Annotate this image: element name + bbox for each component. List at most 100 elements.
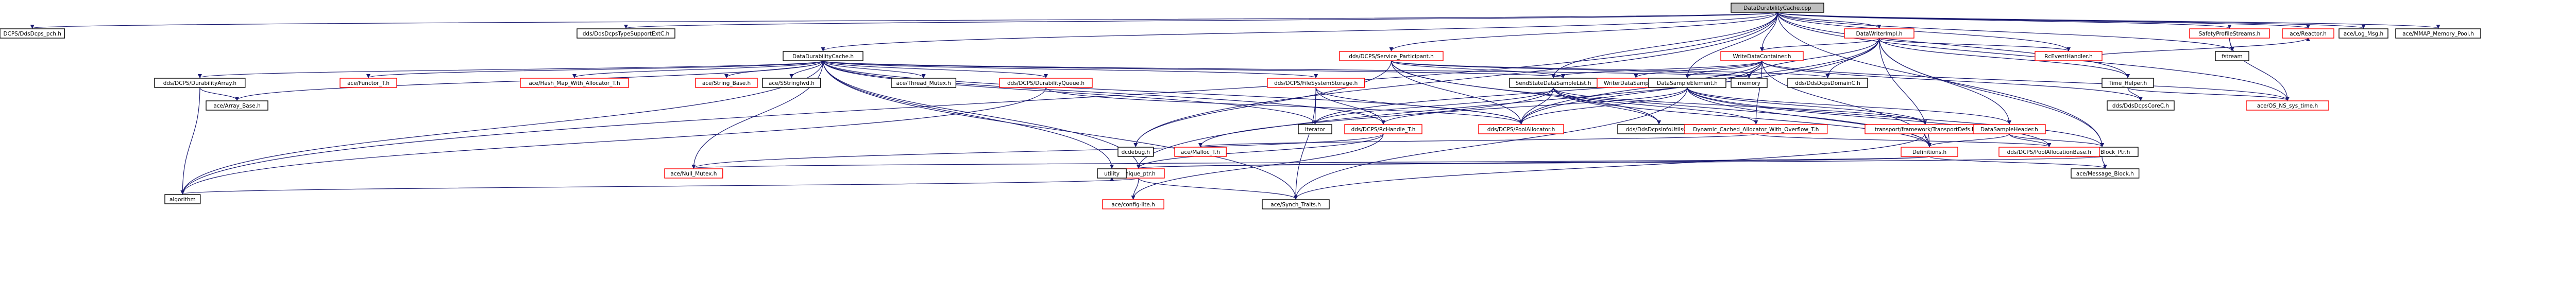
node-iterator[interactable]: iterator <box>1298 124 1332 134</box>
node-ddsdebug[interactable]: dcdebug.h <box>1117 147 1154 157</box>
node-label: ace/SStringfwd.h <box>769 80 815 86</box>
node-label: unique_ptr.h <box>1122 171 1155 177</box>
node-algorithm[interactable]: algorithm <box>164 194 201 204</box>
edge-ddcache_h-to-threadmutex <box>822 60 926 78</box>
node-datawriterimpl[interactable]: DataWriterImpl.h <box>1844 28 1914 39</box>
node-box <box>577 28 675 39</box>
node-timehelper[interactable]: Time_Helper.h <box>2102 78 2154 88</box>
node-label: ace/Log_Msg.h <box>2344 31 2383 37</box>
node-writedatacont[interactable]: WriteDataContainer.h <box>1720 51 1804 61</box>
node-box <box>164 194 201 204</box>
node-threadmutex[interactable]: ace/Thread_Mutex.h <box>891 78 957 88</box>
node-filesysstorage[interactable]: dds/DCPS/FileSystemStorage.h <box>1267 78 1365 88</box>
edge-root-to-typesupport <box>624 12 1778 29</box>
node-box <box>1731 3 1824 13</box>
node-label: memory <box>1738 80 1760 86</box>
node-sendstate[interactable]: SendStateDataSampleList.h <box>1509 78 1598 88</box>
node-label: dds/DCPS/PoolAllocator.h <box>1487 127 1555 133</box>
node-durqueue[interactable]: dds/DCPS/DurabilityQueue.h <box>999 78 1093 88</box>
node-box <box>1998 147 2100 157</box>
node-infoutils[interactable]: dds/DdsDcpsInfoUtilsC.h <box>1617 124 1701 134</box>
node-transportdefs[interactable]: transport/framework/TransportDefs.h <box>1865 124 1986 134</box>
node-rceh[interactable]: RcEventHandler.h <box>2035 51 2103 61</box>
edge-durqueue-to-poolalloc <box>1045 87 1523 125</box>
edge-sendstate-to-definitions <box>1553 87 1931 147</box>
node-svc-part[interactable]: dds/DCPS/Service_Participant.h <box>1339 51 1444 61</box>
node-dsheader[interactable]: DataSampleHeader.h <box>1973 124 2046 134</box>
node-dynalloc[interactable]: Dynamic_Cached_Allocator_With_Overflow_T… <box>1684 124 1828 134</box>
node-memory[interactable]: memory <box>1731 78 1768 88</box>
node-fstream[interactable]: fstream <box>2215 51 2249 61</box>
node-label: dds/DCPS/Service_Participant.h <box>1349 54 1434 60</box>
node-label: iterator <box>1305 127 1326 133</box>
edge-svc_part-to-ddsdebug <box>1133 60 1392 147</box>
edge-writedatacont-to-iterator <box>1313 60 1762 125</box>
node-label: ace/Reactor.h <box>2290 31 2327 37</box>
node-hashmap[interactable]: ace/Hash_Map_With_Allocator_T.h <box>520 78 629 88</box>
edge-ddcache_h-to-nullmutex <box>691 60 824 169</box>
node-definitions[interactable]: Definitions.h <box>1901 147 1958 157</box>
edge-writedatacont-to-datasampleelem <box>1685 60 1762 78</box>
node-synchtraits[interactable]: ace/Synch_Traits.h <box>1262 199 1330 209</box>
node-domainc[interactable]: dds/DdsDcpsDomainC.h <box>1787 78 1868 88</box>
edge-sendstate-to-iterator <box>1313 87 1554 125</box>
node-label: Definitions.h <box>1912 149 1946 155</box>
node-stringbase[interactable]: ace/String_Base.h <box>695 78 758 88</box>
edge-dynalloc-to-malloct <box>1198 133 1756 147</box>
node-root: DataDurabilityCache.cpp <box>1731 3 1824 13</box>
node-durarray[interactable]: dds/DCPS/DurabilityArray.h <box>154 78 246 88</box>
node-box <box>1720 51 1804 61</box>
node-label: ace/MMAP_Memory_Pool.h <box>2402 31 2474 37</box>
node-malloct[interactable]: ace/Malloc_T.h <box>1174 147 1227 157</box>
node-label: dds/DCPS/DurabilityArray.h <box>163 80 236 86</box>
node-box <box>1901 147 1958 157</box>
node-arraybase[interactable]: ace/Array_Base.h <box>206 100 268 111</box>
edge-filesysstorage-to-synchtraits <box>1294 87 1316 200</box>
node-box <box>2215 51 2249 61</box>
node-utility[interactable]: utility <box>1097 168 1127 179</box>
node-label: SafetyProfileStreams.h <box>2199 31 2261 37</box>
edge-timehelper-to-ossys <box>2127 87 2290 101</box>
node-box <box>1787 78 1868 88</box>
edge-dsheader-to-msgblockptr <box>2009 133 2104 147</box>
edge-datasampleelem-to-msgblockptr <box>1687 87 2104 147</box>
node-corec[interactable]: dds/DdsDcpsCoreC.h <box>2107 100 2175 111</box>
node-functor[interactable]: ace/Functor_T.h <box>340 78 397 88</box>
node-box <box>2107 100 2175 111</box>
edge-ddcache_h-to-durqueue <box>822 60 1048 78</box>
node-poolalloc[interactable]: dds/DCPS/PoolAllocator.h <box>1478 124 1564 134</box>
node-msgblock[interactable]: ace/Message_Block.h <box>2071 168 2140 179</box>
edge-filesysstorage-to-rchandle <box>1315 87 1385 125</box>
node-box <box>1731 78 1768 88</box>
node-logmsg[interactable]: ace/Log_Msg.h <box>2338 28 2388 39</box>
node-label: ace/Functor_T.h <box>347 80 389 86</box>
node-label: dds/DdsDcpsInfoUtilsC.h <box>1626 127 1692 133</box>
node-dcpsi[interactable]: DCPS/DdsDcps_pch.h <box>0 28 65 39</box>
edge-datawriterimpl-to-memory <box>1747 38 1880 78</box>
edge-timehelper-to-corec <box>2127 87 2143 101</box>
node-poolallocbase[interactable]: dds/DCPS/PoolAllocationBase.h <box>1998 147 2100 157</box>
node-config[interactable]: ace/config-lite.h <box>1102 199 1164 209</box>
edge-root-to-fstream <box>1777 12 2234 51</box>
edge-root-to-svc_part <box>1389 12 1778 51</box>
node-box <box>1267 78 1365 88</box>
edge-durarray-to-arraybase <box>199 87 239 101</box>
edge-durarray-to-algorithm <box>180 87 200 195</box>
edge-rchandle-to-nullmutex <box>691 133 1384 169</box>
node-spstreams[interactable]: SafetyProfileStreams.h <box>2189 28 2270 39</box>
edge-datawriterimpl-to-timehelper <box>1878 38 2130 78</box>
node-ossys[interactable]: ace/OS_NS_sys_time.h <box>2246 100 2329 111</box>
node-sstringfwd[interactable]: ace/SStringfwd.h <box>762 78 821 88</box>
node-label: ace/Hash_Map_With_Allocator_T.h <box>529 80 620 86</box>
node-datasampleelem[interactable]: DataSampleElement.h <box>1648 78 1726 88</box>
node-typesupport[interactable]: dds/DdsDcpsTypeSupportExtC.h <box>577 28 675 39</box>
node-mmap[interactable]: ace/MMAP_Memory_Pool.h <box>2395 28 2481 39</box>
node-rchandle[interactable]: dds/DCPS/RcHandle_T.h <box>1344 124 1422 134</box>
node-label: RcEventHandler.h <box>2044 54 2093 60</box>
node-nullmutex[interactable]: ace/Null_Mutex.h <box>664 168 723 179</box>
edge-dynalloc-to-poolallocbase <box>1755 133 2052 147</box>
node-box <box>2395 28 2481 39</box>
node-ddcache-h[interactable]: DataDurabilityCache.h <box>783 51 863 61</box>
edge-ddcache_h-to-utility <box>822 60 1114 169</box>
node-reactor[interactable]: ace/Reactor.h <box>2282 28 2334 39</box>
